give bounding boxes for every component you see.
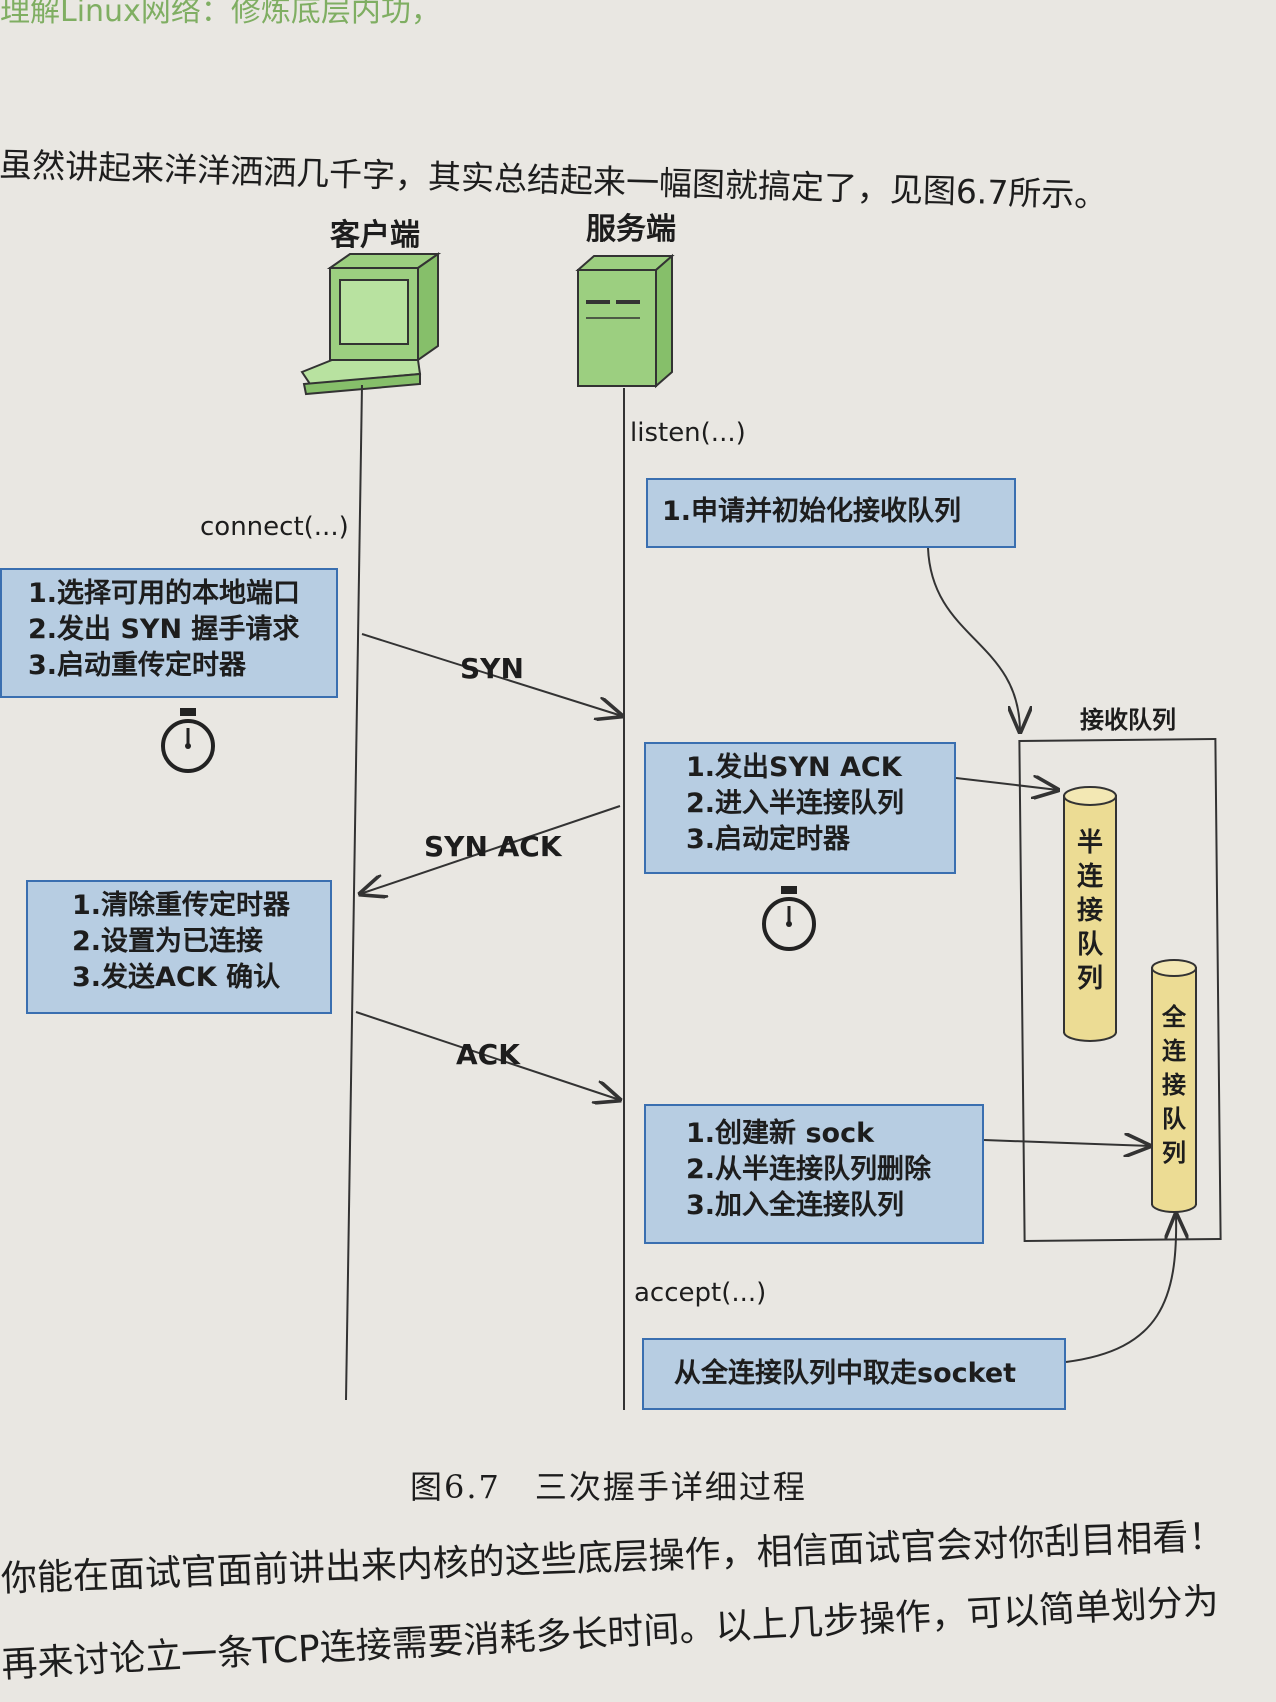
synack-arrow	[360, 805, 621, 894]
client-connect-box: 1.选择可用的本地端口 2.发出 SYN 握手请求 3.启动重传定时器	[0, 568, 338, 698]
client-label: 客户端	[330, 218, 420, 253]
server-accept-box: 从全连接队列中取走socket	[642, 1338, 1066, 1410]
syn-label: SYN	[460, 652, 524, 685]
syn-arrow	[361, 633, 622, 716]
server-synack-box: 1.发出SYN ACK 2.进入半连接队列 3.启动定时器	[644, 742, 956, 874]
running-header: 理解Linux网络：修炼底层内功，	[0, 0, 441, 29]
figure-caption: 图6.7 三次握手详细过程	[410, 1468, 807, 1506]
half-queue-cylinder	[1063, 786, 1117, 1042]
ack-label: ACK	[456, 1038, 520, 1071]
synack-label: SYN ACK	[424, 830, 562, 863]
to-full-queue-arrow	[983, 1140, 1150, 1146]
client-computer-icon	[300, 252, 442, 396]
recv-queue-outline	[1018, 737, 1222, 1243]
to-half-queue-arrow	[955, 778, 1058, 790]
server-init-box: 1.申请并初始化接收队列	[646, 478, 1016, 548]
connect-call: connect(...)	[200, 512, 349, 542]
accept-call: accept(...)	[634, 1278, 767, 1308]
server-label: 服务端	[586, 212, 676, 247]
client-connected-box: 1.清除重传定时器 2.设置为已连接 3.发送ACK 确认	[26, 880, 332, 1014]
server-tower-icon	[575, 253, 675, 389]
take-socket-arrow	[1065, 1214, 1176, 1363]
half-queue-label: 半连接队列	[1076, 828, 1103, 994]
server-timer-icon	[762, 886, 816, 951]
full-queue-label: 全连接队列	[1162, 1003, 1186, 1167]
ack-arrow	[355, 1011, 620, 1100]
client-timer-icon	[161, 708, 215, 773]
recv-queue-label: 接收队列	[1080, 706, 1176, 734]
init-queue-arrow	[927, 547, 1020, 732]
full-queue-cylinder	[1151, 959, 1197, 1213]
client-lifeline	[345, 384, 363, 1401]
listen-call: listen(...)	[630, 418, 746, 448]
server-newsock-box: 1.创建新 sock 2.从半连接队列删除 3.加入全连接队列	[644, 1104, 984, 1244]
